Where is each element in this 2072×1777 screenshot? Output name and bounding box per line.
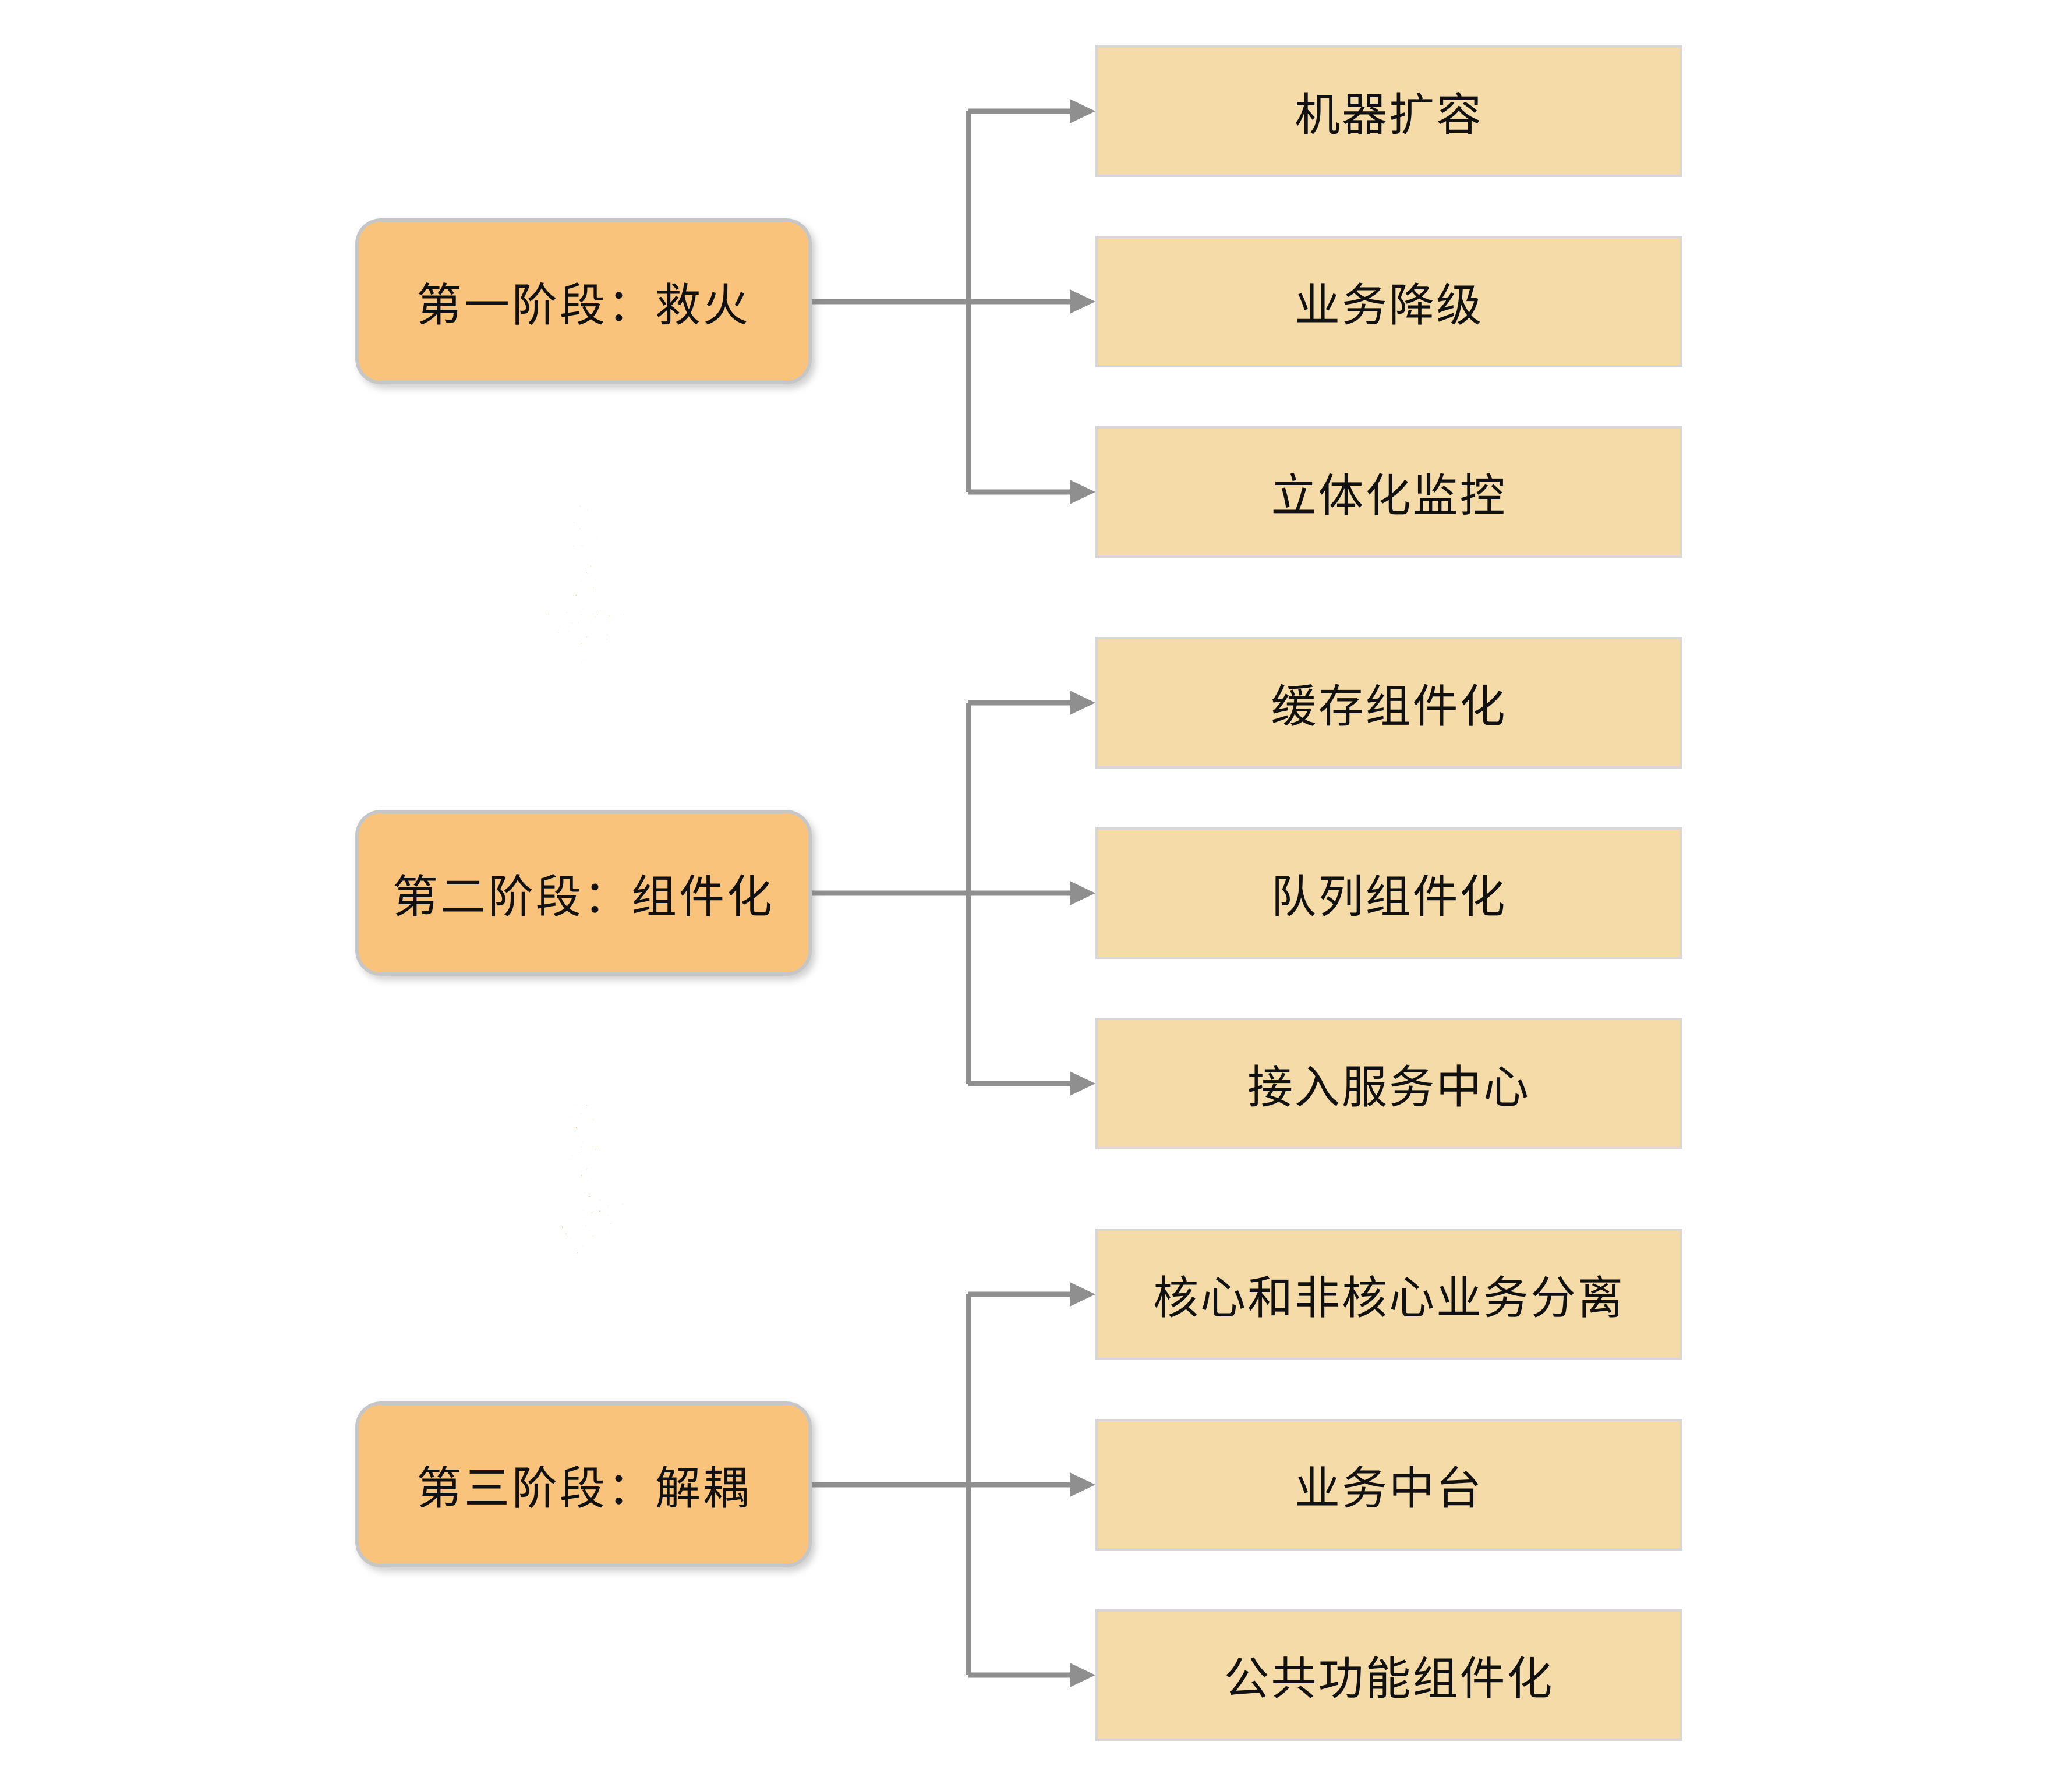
- stage-2-box: 第二阶段：组件化: [355, 810, 812, 976]
- stage-3-task-box-1: 核心和非核心业务分离: [1095, 1229, 1682, 1360]
- stage-1-task-box-1: 机器扩容: [1095, 45, 1682, 177]
- stage-1-connector: [812, 99, 1095, 504]
- stage-2-connector: [812, 691, 1095, 1096]
- arrow-head-icon: [1070, 480, 1095, 504]
- arrow-head-icon: [1070, 881, 1095, 905]
- stage-2-task-box-2: 队列组件化: [1095, 827, 1682, 959]
- stage-2-task-box-1: 缓存组件化: [1095, 637, 1682, 769]
- arrow-head-icon: [1070, 691, 1095, 715]
- stage-3-task-box-3: 公共功能组件化: [1095, 1609, 1682, 1741]
- arrow-head-icon: [1070, 1282, 1095, 1307]
- arrow-head-icon: [1070, 99, 1095, 123]
- arrow-head-icon: [1070, 1071, 1095, 1096]
- crayon-down-arrow-icon: [539, 1099, 631, 1266]
- stage-3-connector: [812, 1282, 1095, 1687]
- stage-2-task-box-3: 接入服务中心: [1095, 1018, 1682, 1149]
- stage-3-task-box-2: 业务中台: [1095, 1419, 1682, 1551]
- connector-line: [812, 700, 1070, 1086]
- stage-1-task-box-2: 业务降级: [1095, 236, 1682, 367]
- arrow-head-icon: [1070, 1663, 1095, 1687]
- connector-line: [812, 108, 1070, 495]
- arrow-head-icon: [1070, 289, 1095, 314]
- stage-1-task-box-3: 立体化监控: [1095, 426, 1682, 558]
- crayon-down-arrow-icon: [539, 504, 631, 671]
- stage-1-box: 第一阶段：救火: [355, 218, 812, 384]
- arrow-head-icon: [1070, 1472, 1095, 1497]
- stage-3-box: 第三阶段：解耦: [355, 1401, 812, 1567]
- connector-line: [812, 1291, 1070, 1678]
